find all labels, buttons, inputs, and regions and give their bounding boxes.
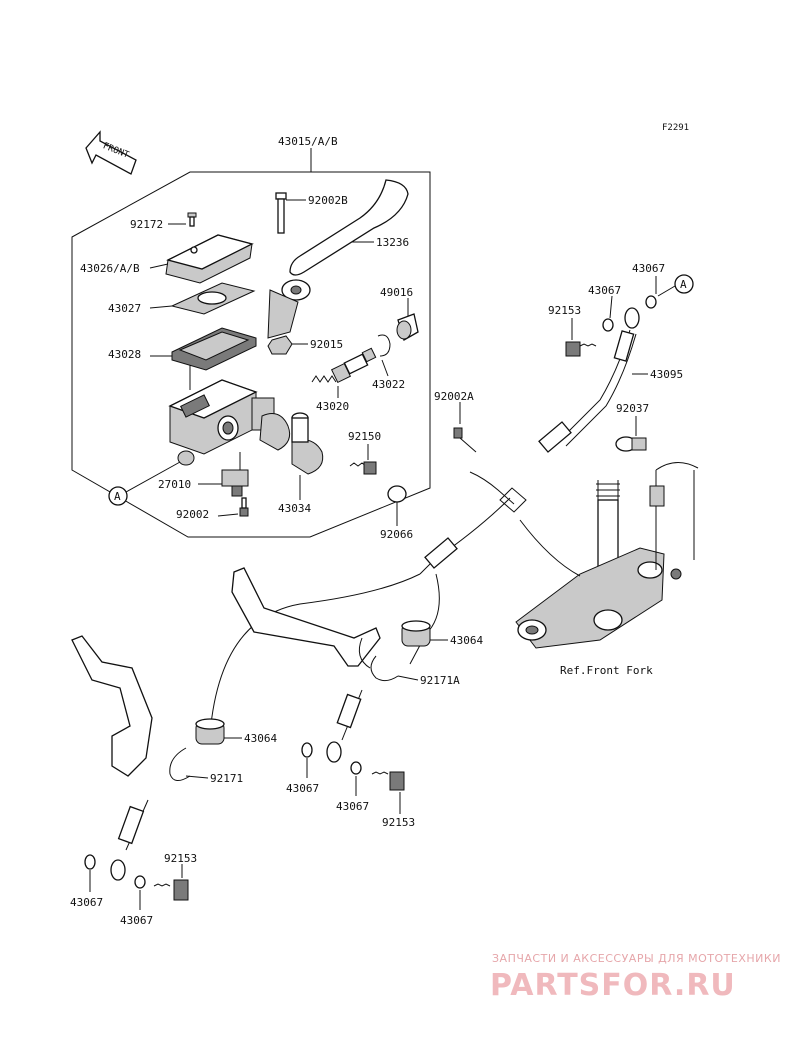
brake-hose-middle bbox=[209, 471, 581, 735]
part-92037: 92037 bbox=[616, 402, 649, 415]
grommet-upper bbox=[401, 620, 431, 647]
bolt-92002A bbox=[453, 427, 477, 453]
callout-a-left bbox=[108, 486, 128, 506]
grommet-lower bbox=[195, 718, 225, 745]
hose-bracket-left bbox=[71, 635, 191, 781]
piston-assembly bbox=[311, 347, 377, 384]
watermark-brand: PARTSFOR.RU bbox=[490, 968, 736, 1003]
brake-hose-lower-left bbox=[110, 799, 149, 881]
part-43067-b: 43067 bbox=[588, 284, 621, 297]
washer-mid-2 bbox=[350, 761, 362, 775]
washer-mid-1 bbox=[301, 742, 313, 758]
part-43095: 43095 bbox=[650, 368, 683, 381]
part-49016: 49016 bbox=[380, 286, 413, 299]
part-92002: 92002 bbox=[176, 508, 209, 521]
part-92153-c: 92153 bbox=[164, 852, 197, 865]
brake-lever bbox=[267, 179, 409, 339]
nut-92015 bbox=[267, 335, 293, 355]
assembly-frame bbox=[71, 171, 431, 538]
master-cylinder-body bbox=[168, 379, 275, 466]
callout-a-right bbox=[674, 274, 694, 294]
diaphragm-plate bbox=[170, 282, 256, 315]
part-43022: 43022 bbox=[372, 378, 405, 391]
screw-92172 bbox=[187, 212, 197, 227]
hose-bracket-middle bbox=[231, 567, 381, 669]
part-43067-f: 43067 bbox=[120, 914, 153, 927]
banjo-bolt-mid bbox=[371, 771, 405, 791]
part-92171: 92171 bbox=[210, 772, 243, 785]
part-43015: 43015/A/B bbox=[278, 135, 338, 148]
rubber-cap bbox=[387, 485, 407, 503]
washer-upper-1 bbox=[645, 295, 657, 309]
part-43064-a: 43064 bbox=[450, 634, 483, 647]
watermark-caption: ЗАПЧАСТИ И АКСЕССУАРЫ ДЛЯ МОТОТЕХНИКИ bbox=[492, 952, 781, 965]
washer-low-1 bbox=[84, 854, 96, 870]
part-92002A: 92002A bbox=[434, 390, 474, 403]
part-43028: 43028 bbox=[108, 348, 141, 361]
diaphragm bbox=[171, 327, 257, 371]
part-43027: 43027 bbox=[108, 302, 141, 315]
part-13236: 13236 bbox=[376, 236, 409, 249]
bolt-92150 bbox=[349, 461, 377, 475]
dust-boot bbox=[396, 313, 419, 341]
brake-hose-lower-middle bbox=[326, 689, 363, 763]
part-43020: 43020 bbox=[316, 400, 349, 413]
part-43064-b: 43064 bbox=[244, 732, 277, 745]
washer-low-2 bbox=[134, 875, 146, 889]
part-92171A: 92171A bbox=[420, 674, 460, 687]
front-fork-triple-clamp bbox=[515, 462, 699, 649]
handlebar-clamp bbox=[259, 412, 324, 475]
figure-code: F2291 bbox=[662, 123, 689, 133]
part-43034: 43034 bbox=[278, 502, 311, 515]
hose-clamp bbox=[615, 436, 647, 452]
part-92002B: 92002B bbox=[308, 194, 348, 207]
callout-a-right-label: A bbox=[680, 278, 687, 291]
reservoir-cap bbox=[165, 234, 254, 284]
part-43067-e: 43067 bbox=[70, 896, 103, 909]
part-92153-a: 92153 bbox=[548, 304, 581, 317]
part-92153-b: 92153 bbox=[382, 816, 415, 829]
circlip bbox=[377, 334, 391, 357]
banjo-bolt-upper bbox=[565, 341, 597, 357]
part-43067-d: 43067 bbox=[336, 800, 369, 813]
washer-upper-2 bbox=[602, 318, 614, 332]
brake-hose-upper bbox=[538, 307, 640, 453]
screw-92002 bbox=[239, 497, 249, 517]
ref-front-fork: Ref.Front Fork bbox=[560, 664, 653, 677]
callout-a-left-label: A bbox=[114, 490, 121, 503]
part-43067-c: 43067 bbox=[286, 782, 319, 795]
part-92066: 92066 bbox=[380, 528, 413, 541]
pivot-bolt bbox=[275, 192, 287, 234]
clip-92171A bbox=[370, 655, 399, 682]
banjo-bolt-low bbox=[153, 879, 189, 901]
part-43026: 43026/A/B bbox=[80, 262, 140, 275]
part-92150: 92150 bbox=[348, 430, 381, 443]
part-92172: 92172 bbox=[130, 218, 163, 231]
part-43067-a: 43067 bbox=[632, 262, 665, 275]
part-92015: 92015 bbox=[310, 338, 343, 351]
front-arrow-icon: FRONT bbox=[85, 130, 137, 175]
part-27010: 27010 bbox=[158, 478, 191, 491]
brake-light-switch bbox=[221, 452, 249, 497]
